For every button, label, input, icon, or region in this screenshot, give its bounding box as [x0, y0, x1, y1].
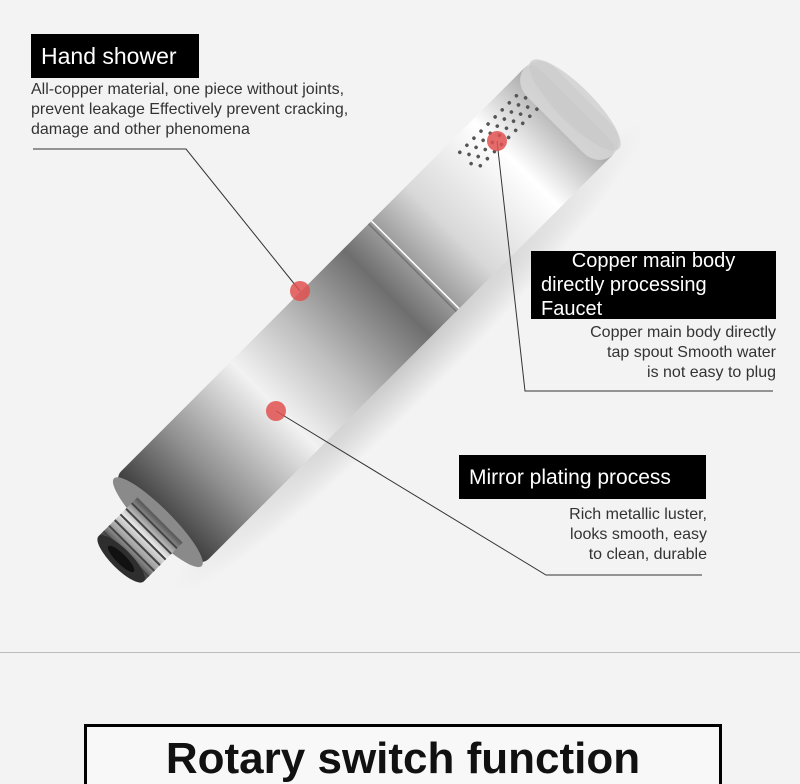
- shower-body: [118, 65, 615, 562]
- description-line: Rich metallic luster,: [569, 506, 707, 523]
- hand-shower-illustration: [33, 59, 773, 594]
- description-line: is not easy to plug: [647, 364, 776, 381]
- section-title: Rotary switch function: [165, 734, 641, 783]
- hand-shower-description: All-copper material, one piece without j…: [31, 80, 348, 140]
- description-line: looks smooth, easy: [570, 526, 707, 543]
- copper-body-description: Copper main body directly tap spout Smoo…: [590, 323, 776, 383]
- description-line: Copper main body directly: [590, 324, 776, 341]
- mirror-plating-description: Rich metallic luster, looks smooth, easy…: [569, 505, 707, 565]
- title-line: Copper main body: [571, 250, 736, 272]
- copper-body-title: Copper main body directly processing Fau…: [531, 250, 776, 320]
- marker-dot-nozzle: [487, 131, 507, 151]
- hand-shower-title: Hand shower: [31, 34, 199, 78]
- spray-holes: [458, 93, 539, 168]
- feature-markers: [266, 131, 507, 421]
- section-divider: [0, 652, 800, 653]
- description-line: tap spout Smooth water: [607, 344, 776, 361]
- description-line: damage and other phenomena: [31, 121, 250, 138]
- description-line: All-copper material, one piece without j…: [31, 81, 345, 98]
- marker-dot-surface: [266, 401, 286, 421]
- product-feature-page: Hand shower All-copper material, one pie…: [0, 34, 800, 784]
- mirror-plating-title: Mirror plating process: [459, 455, 706, 499]
- title-line: directly processing Faucet: [541, 274, 707, 320]
- callout-leader-lines: [33, 140, 773, 576]
- threaded-connector: [97, 497, 183, 583]
- marker-dot-body: [290, 281, 310, 301]
- description-line: to clean, durable: [588, 546, 707, 563]
- section-heading-frame: Rotary switch function: [84, 724, 722, 784]
- description-line: prevent leakage Effectively prevent crac…: [31, 101, 349, 118]
